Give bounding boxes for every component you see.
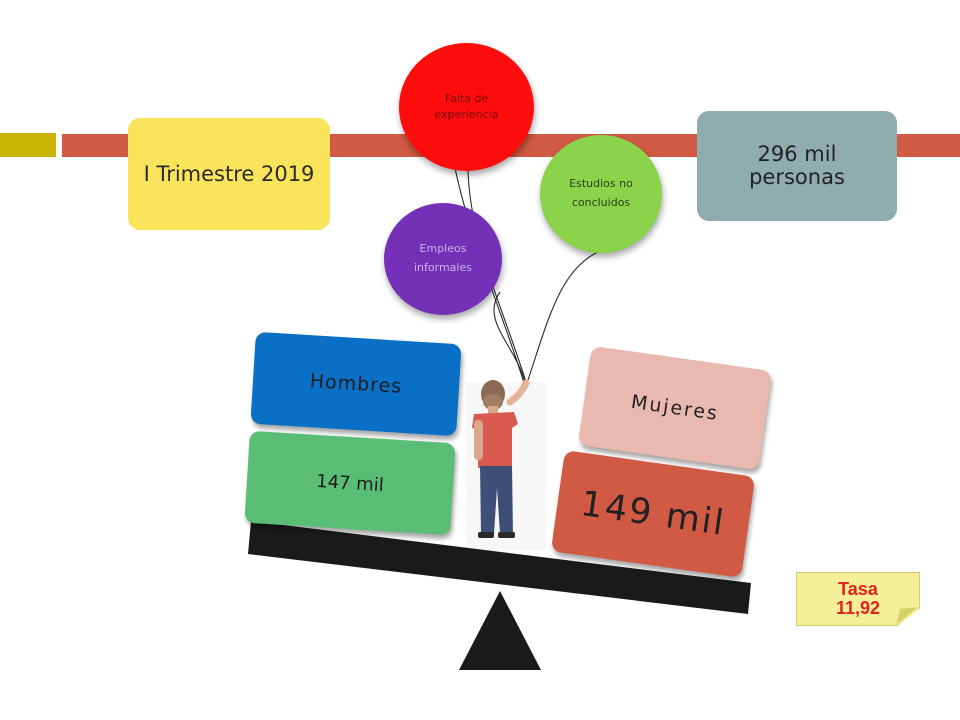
group-value: 149 mil <box>578 484 728 544</box>
group-label: Mujeres <box>629 390 721 426</box>
balloon-falta-experiencia: Falta de experiencia <box>399 43 534 171</box>
balloon-estudios-no-concluidos: Estudios no concluidos <box>540 135 662 253</box>
period-label: I Trimestre 2019 <box>143 162 315 186</box>
rate-label: Tasa 11,92 <box>835 578 881 618</box>
group-value: 147 mil <box>315 470 385 496</box>
total-box: 296 mil personas <box>697 111 897 221</box>
group-label: Hombres <box>309 370 403 398</box>
balloon-label: Estudios no concluidos <box>569 177 633 209</box>
fulcrum-icon <box>459 591 541 670</box>
total-label: 296 mil personas <box>749 141 845 189</box>
hombres-label-block: Hombres <box>250 331 462 437</box>
hombres-value-block: 147 mil <box>244 430 456 536</box>
timeline-start-marker <box>0 133 56 157</box>
person-icon <box>466 379 546 550</box>
balloon-label: Empleos informales <box>414 242 472 274</box>
rate-note: Tasa 11,92 <box>796 572 920 626</box>
balloon-label: Falta de experiencia <box>434 92 499 121</box>
seesaw-beam <box>248 521 751 614</box>
period-box: I Trimestre 2019 <box>128 118 330 230</box>
balloon-empleos-informales: Empleos informales <box>384 203 502 315</box>
